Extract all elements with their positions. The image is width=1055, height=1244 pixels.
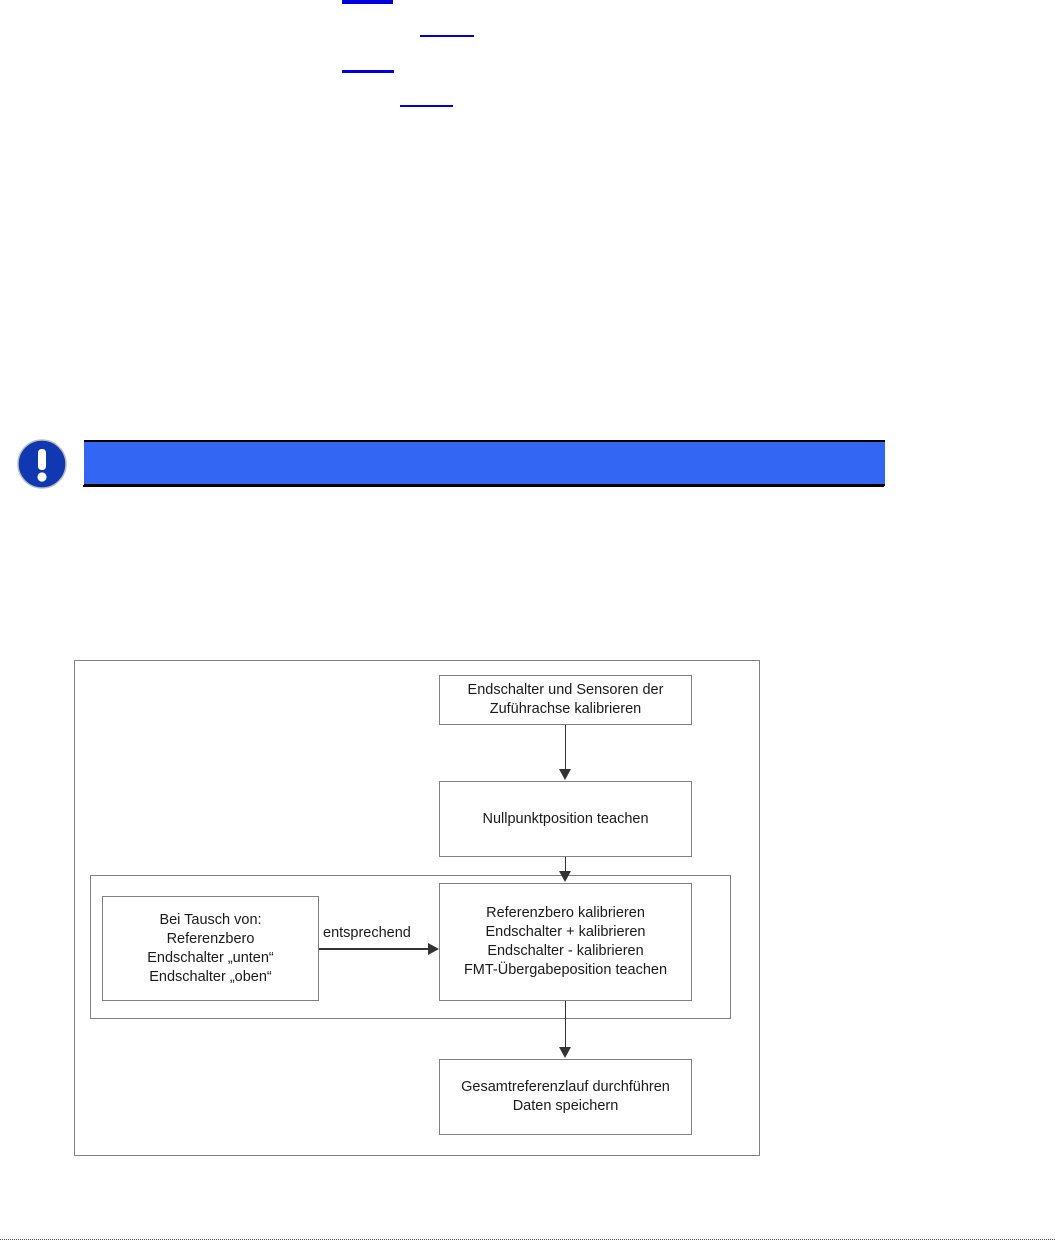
connector-zeropoint-to-reference (564, 857, 566, 872)
footer-separator (0, 1239, 1055, 1240)
arrowhead-reference-to-totalrun (559, 1047, 571, 1058)
arrowhead-zeropoint-to-reference (559, 871, 571, 882)
arrowhead-calibrate-to-zeropoint (559, 769, 571, 780)
section-separator (83, 485, 884, 487)
flowchart-node-zeropoint: Nullpunktposition teachen (439, 781, 692, 857)
connector-calibrate-to-zeropoint (564, 725, 566, 770)
link-underline-3[interactable] (342, 70, 394, 73)
flowchart-node-reference: Referenzbero kalibrieren Endschalter + k… (439, 883, 692, 1001)
connector-reference-to-totalrun (564, 1001, 566, 1048)
flowchart-node-totalrun: Gesamtreferenzlauf durchführen Daten spe… (439, 1059, 692, 1135)
link-underline-4[interactable] (400, 105, 453, 107)
flowchart-frame: Endschalter und Sensoren der Zuführachse… (74, 660, 760, 1156)
arrowhead-swap-to-reference (428, 942, 439, 955)
flowchart-node-swap: Bei Tausch von: Referenzbero Endschalter… (102, 896, 319, 1001)
link-underline-1[interactable] (342, 0, 393, 4)
flowchart-node-calibrate: Endschalter und Sensoren der Zuführachse… (439, 675, 692, 725)
notice-block (0, 216, 1055, 489)
connector-swap-to-reference (319, 948, 430, 950)
connector-label-entsprechend: entsprechend (321, 925, 413, 941)
notice-banner (84, 440, 885, 486)
link-underline-2[interactable] (420, 35, 474, 37)
mandatory-exclamation-icon (17, 439, 67, 489)
